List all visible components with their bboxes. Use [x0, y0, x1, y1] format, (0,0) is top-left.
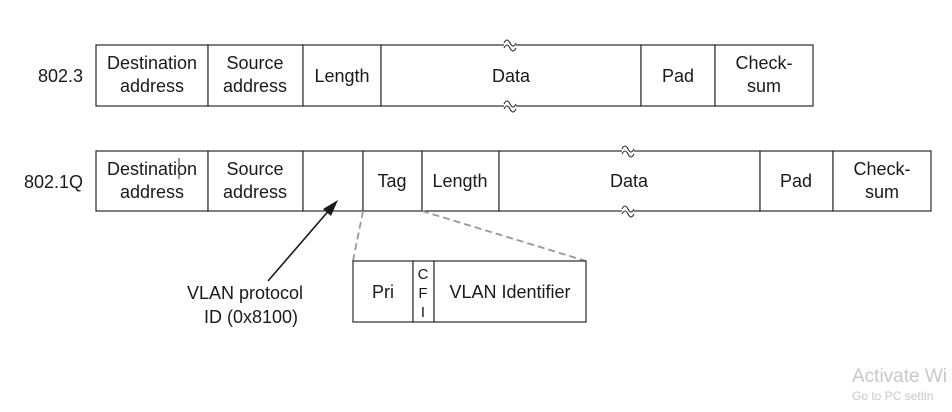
activate-windows-watermark-sub: Go to PC settin	[852, 389, 933, 403]
field-tag-label: Tag	[377, 171, 406, 191]
annotation-line-1: VLAN protocol	[187, 283, 303, 303]
tag-field-vlan-identifier-label: VLAN Identifier	[449, 282, 570, 302]
field-checksum	[714, 44, 814, 107]
field-destination-label-2: address	[120, 76, 184, 96]
field-pad	[640, 44, 716, 107]
row-label-802-3: 802.3	[38, 66, 83, 86]
tag-field-cfi-c: C	[418, 266, 429, 283]
annotation-arrowhead-icon	[323, 200, 338, 216]
tag-field-cfi-f: F	[418, 285, 427, 302]
field-checksum-label-1: Check-	[853, 159, 910, 179]
field-source-address	[207, 150, 304, 212]
field-vlan-protocol-id	[302, 150, 364, 212]
field-checksum	[832, 150, 932, 212]
field-pad-label: Pad	[662, 66, 694, 86]
annotation-arrow-line	[267, 207, 332, 282]
activate-windows-watermark: Activate Wi	[852, 366, 947, 387]
field-source-label-1: Source	[226, 159, 283, 179]
field-source-label-1: Source	[226, 53, 283, 73]
field-destination-address	[95, 150, 209, 212]
field-source-address	[207, 44, 304, 107]
break-mark-icon	[621, 145, 635, 158]
field-destination-address	[95, 44, 209, 107]
field-destination-label-2: address	[120, 182, 184, 202]
field-pad	[759, 150, 834, 212]
break-mark-icon	[621, 205, 635, 218]
tag-field-vlan-identifier	[433, 260, 587, 323]
field-source-label-2: address	[223, 76, 287, 96]
field-destination-label-1: Destination	[107, 159, 197, 179]
field-length-label: Length	[432, 171, 487, 191]
break-mark-icon	[503, 39, 517, 52]
field-length	[302, 44, 382, 107]
tag-expand-line-left	[352, 210, 364, 262]
field-data	[380, 44, 642, 107]
field-data-label: Data	[492, 66, 531, 86]
field-checksum-label-1: Check-	[735, 53, 792, 73]
field-data-label: Data	[610, 171, 649, 191]
field-pad-label: Pad	[780, 171, 812, 191]
field-checksum-label-2: sum	[865, 182, 899, 202]
tag-expand-line-right	[421, 210, 587, 262]
row-label-802-1q: 802.1Q	[24, 172, 83, 192]
field-length-label: Length	[314, 66, 369, 86]
annotation-line-2: ID (0x8100)	[204, 307, 298, 327]
field-destination-label-1: Destination	[107, 53, 197, 73]
field-tag	[362, 150, 423, 212]
tag-field-pri-label: Pri	[372, 282, 394, 302]
tag-field-pri	[352, 260, 414, 323]
field-source-label-2: address	[223, 182, 287, 202]
tag-field-cfi-i: I	[421, 304, 425, 321]
field-data	[498, 150, 761, 212]
break-mark-icon	[503, 100, 517, 113]
field-checksum-label-2: sum	[747, 76, 781, 96]
